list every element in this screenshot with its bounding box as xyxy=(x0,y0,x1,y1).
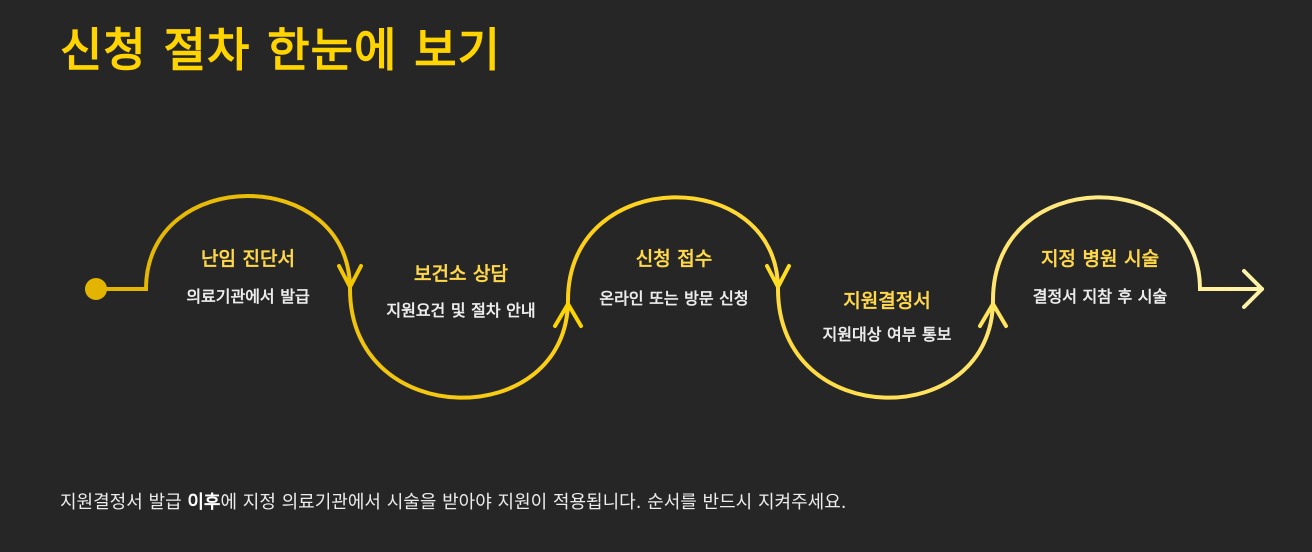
step-4-desc: 지원대상 여부 통보 xyxy=(822,325,952,344)
step-2-desc: 지원요건 및 절차 안내 xyxy=(386,301,536,320)
step-5-desc: 결정서 지참 후 시술 xyxy=(1032,287,1168,306)
step-3-desc: 온라인 또는 방문 신청 xyxy=(599,289,749,308)
footer-emphasis: 이후 xyxy=(187,492,221,513)
page-title: 신청 절차 한눈에 보기 xyxy=(60,23,501,77)
step-1-title: 난임 진단서 xyxy=(200,248,295,270)
step-5-title: 지정 병원 시술 xyxy=(1040,248,1160,270)
footer-text-2: 에 지정 의료기관에서 시술을 받아야 지원이 적용됩니다. 순서를 반드시 지… xyxy=(220,492,847,513)
arrow-right-icon xyxy=(1242,269,1264,309)
arrow-down-icon xyxy=(337,264,363,289)
arrow-down-icon xyxy=(765,264,791,289)
footer-text-1: 지원결정서 발급 xyxy=(60,492,188,513)
arrow-up-icon xyxy=(553,302,583,328)
step-3-title: 신청 접수 xyxy=(635,248,713,270)
arrow-up-icon xyxy=(978,302,1008,328)
step-2-title: 보건소 상담 xyxy=(413,263,508,285)
wave-path xyxy=(94,194,1264,400)
step-1-desc: 의료기관에서 발급 xyxy=(186,287,310,306)
step-4-title: 지원결정서 xyxy=(843,290,931,312)
footer-note: 지원결정서 발급 이후에 지정 의료기관에서 시술을 받아야 지원이 적용됩니다… xyxy=(60,488,846,514)
